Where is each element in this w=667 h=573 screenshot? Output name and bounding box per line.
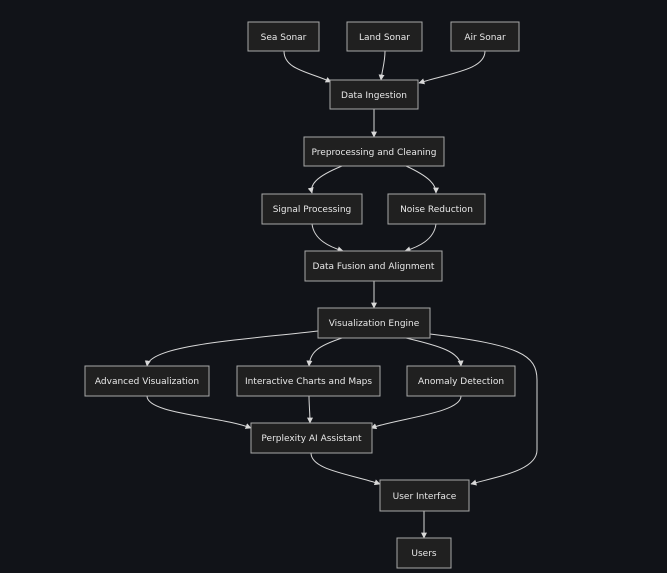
node-advanced-visualization-label: Advanced Visualization bbox=[95, 377, 199, 387]
node-data-ingestion-label: Data Ingestion bbox=[341, 91, 407, 101]
edge-visualization-engine-to-interactive-charts bbox=[306, 337, 343, 367]
node-interactive-charts-and-maps: Interactive Charts and Maps bbox=[236, 365, 381, 397]
node-data-fusion-and-alignment: Data Fusion and Alignment bbox=[304, 250, 443, 282]
node-preprocessing-and-cleaning: Preprocessing and Cleaning bbox=[303, 136, 445, 167]
edge-land-sonar-to-data-ingestion bbox=[378, 50, 386, 81]
edge-preprocessing-to-signal-processing bbox=[307, 165, 343, 194]
edge-noise-reduction-to-data-fusion bbox=[404, 223, 437, 253]
edge-interactive-charts-to-perplexity-ai bbox=[306, 395, 313, 424]
node-users-label: Users bbox=[411, 549, 437, 559]
edge-visualization-engine-to-anomaly-detection bbox=[405, 337, 464, 367]
node-land-sonar-label: Land Sonar bbox=[359, 33, 410, 43]
edge-preprocessing-to-noise-reduction bbox=[405, 165, 439, 194]
edge-visualization-engine-to-user-interface bbox=[429, 333, 538, 486]
nodes-layer: Sea Sonar Land Sonar Air Sonar Data Inge… bbox=[84, 21, 520, 569]
node-visualization-engine-label: Visualization Engine bbox=[329, 319, 420, 329]
edge-advanced-visualization-to-perplexity-ai bbox=[146, 395, 252, 429]
node-anomaly-detection: Anomaly Detection bbox=[406, 365, 516, 397]
edges-layer bbox=[144, 50, 538, 539]
node-signal-processing: Signal Processing bbox=[261, 193, 363, 225]
node-air-sonar-label: Air Sonar bbox=[464, 33, 506, 43]
edge-sea-sonar-to-data-ingestion bbox=[283, 50, 332, 83]
edge-visualization-engine-to-advanced-visualization bbox=[144, 330, 319, 367]
node-land-sonar: Land Sonar bbox=[346, 21, 423, 52]
edge-signal-processing-to-data-fusion bbox=[311, 223, 344, 253]
node-advanced-visualization: Advanced Visualization bbox=[84, 365, 210, 397]
node-signal-processing-label: Signal Processing bbox=[273, 205, 352, 215]
edge-air-sonar-to-data-ingestion bbox=[418, 50, 486, 85]
node-user-interface-label: User Interface bbox=[393, 492, 457, 502]
node-perplexity-ai-assistant-label: Perplexity AI Assistant bbox=[261, 434, 362, 444]
node-user-interface: User Interface bbox=[379, 479, 470, 512]
node-noise-reduction-label: Noise Reduction bbox=[400, 205, 473, 215]
edge-anomaly-detection-to-perplexity-ai bbox=[370, 395, 462, 430]
node-anomaly-detection-label: Anomaly Detection bbox=[418, 377, 504, 387]
edge-perplexity-ai-to-user-interface bbox=[310, 452, 381, 486]
node-noise-reduction: Noise Reduction bbox=[387, 193, 486, 225]
node-sea-sonar: Sea Sonar bbox=[247, 21, 320, 52]
node-sea-sonar-label: Sea Sonar bbox=[261, 33, 307, 43]
node-data-ingestion: Data Ingestion bbox=[329, 79, 419, 110]
node-data-fusion-and-alignment-label: Data Fusion and Alignment bbox=[313, 262, 435, 272]
node-air-sonar: Air Sonar bbox=[450, 21, 520, 52]
node-visualization-engine: Visualization Engine bbox=[317, 307, 431, 339]
node-preprocessing-and-cleaning-label: Preprocessing and Cleaning bbox=[312, 148, 437, 158]
node-users: Users bbox=[396, 537, 452, 569]
node-interactive-charts-and-maps-label: Interactive Charts and Maps bbox=[245, 377, 372, 387]
node-perplexity-ai-assistant: Perplexity AI Assistant bbox=[250, 422, 373, 454]
